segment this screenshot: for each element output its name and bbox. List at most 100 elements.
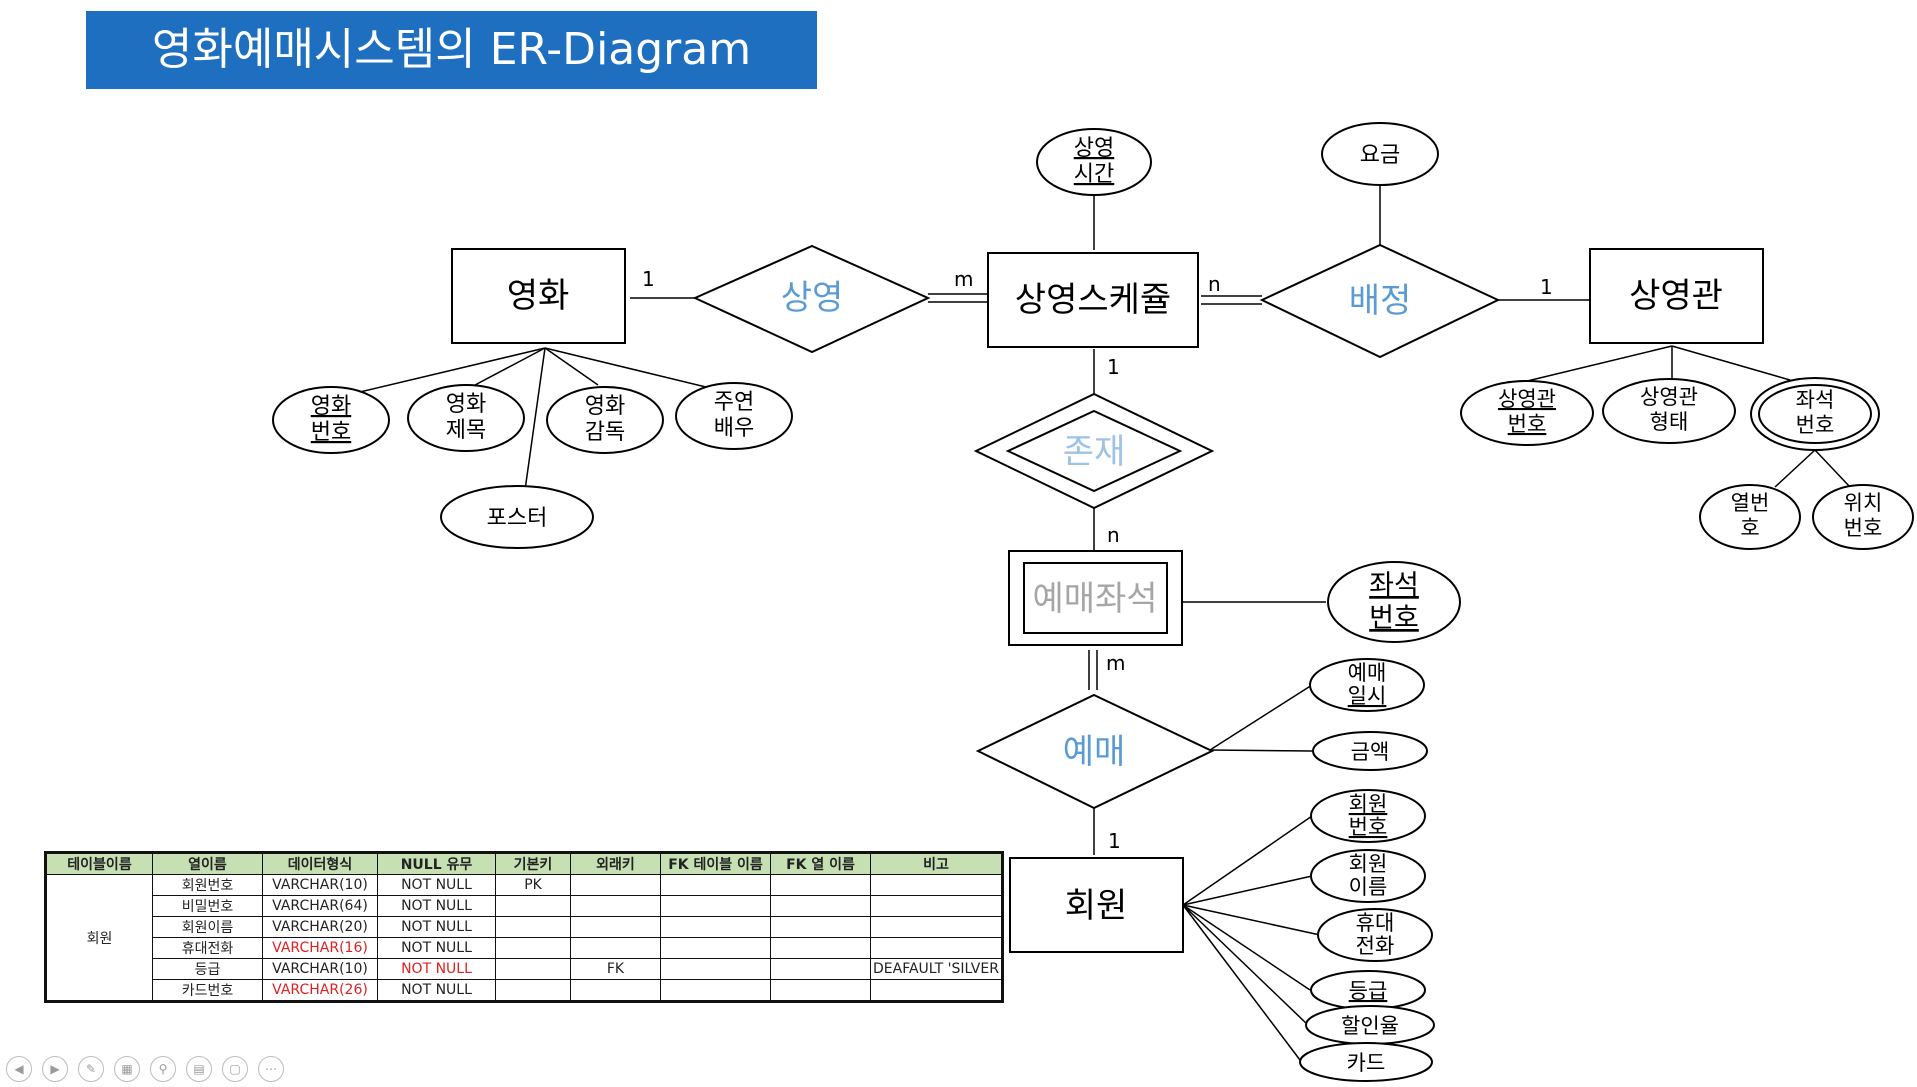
subtitles-icon[interactable]: ▤ — [186, 1056, 212, 1082]
cell-note — [870, 916, 1003, 938]
cell-note — [870, 979, 1003, 1002]
svg-text:영화: 영화 — [585, 394, 625, 419]
cell-pk — [495, 958, 571, 980]
card-schedule-existence: 1 — [1107, 355, 1120, 379]
attr-lead-actor: 주연 배우 — [675, 382, 793, 450]
cell-fk-table — [660, 916, 771, 938]
svg-text:할인율: 할인율 — [1341, 1014, 1399, 1038]
attr-fee: 요금 — [1321, 122, 1439, 186]
member-schema-table: 테이블이름 열이름 데이터형식 NULL 유무 기본키 외래키 FK 테이블 이… — [44, 851, 1004, 1003]
svg-text:좌석: 좌석 — [1369, 570, 1419, 601]
cell-fk-table — [660, 958, 771, 980]
more-icon[interactable]: ⋯ — [258, 1056, 284, 1082]
attr-card: 카드 — [1299, 1042, 1433, 1082]
table-header-row: 테이블이름 열이름 데이터형식 NULL 유무 기본키 외래키 FK 테이블 이… — [45, 852, 1003, 875]
table-name-cell: 회원 — [45, 874, 153, 1002]
svg-text:요금: 요금 — [1360, 143, 1400, 168]
slideshow-toolbar: ◀ ▶ ✎ ▦ ⚲ ▤ ▢ ⋯ — [6, 1056, 284, 1082]
svg-text:휴대: 휴대 — [1356, 911, 1395, 935]
cell-note — [870, 895, 1003, 917]
zoom-icon[interactable]: ⚲ — [150, 1056, 176, 1082]
svg-text:예매: 예매 — [1063, 732, 1126, 772]
svg-text:등급: 등급 — [1349, 979, 1388, 1003]
table-row: 회원 회원번호 VARCHAR(10) NOT NULL PK — [45, 874, 1003, 1002]
cell-column: 휴대전화 — [152, 937, 263, 959]
cell-type: VARCHAR(64) — [262, 895, 378, 917]
cell-null: NOT NULL — [377, 874, 496, 896]
card-schedule-assignment: n — [1208, 272, 1221, 296]
svg-text:영화: 영화 — [507, 276, 570, 316]
svg-text:영화: 영화 — [446, 392, 486, 417]
header-null: NULL 유무 — [377, 852, 496, 875]
relationship-reservation: 예매 — [975, 693, 1215, 810]
svg-text:예매좌석: 예매좌석 — [1032, 579, 1157, 619]
svg-text:상영관: 상영관 — [1640, 385, 1698, 409]
cell-pk — [495, 916, 571, 938]
svg-text:영화: 영화 — [311, 394, 351, 419]
attr-poster: 포스터 — [440, 485, 594, 549]
slides-icon[interactable]: ▦ — [114, 1056, 140, 1082]
cell-note — [870, 874, 1003, 896]
svg-text:상영: 상영 — [1074, 136, 1114, 161]
cell-fk — [570, 895, 661, 917]
header-column-name: 열이름 — [152, 852, 263, 875]
attr-screening-time: 상영 시간 — [1036, 128, 1152, 196]
attr-seat-no: 좌석 번호 — [1327, 561, 1461, 643]
svg-text:포스터: 포스터 — [487, 506, 548, 531]
svg-text:일시: 일시 — [1348, 684, 1387, 708]
cardinality-labels: 1 m n 1 1 n m 1 — [642, 267, 1553, 853]
attr-theater-no: 상영관 번호 — [1460, 380, 1594, 446]
page-title: 영화예매시스템의 ER-Diagram — [151, 24, 752, 75]
attr-position-no: 위치 번호 — [1812, 484, 1914, 550]
attr-amount: 금액 — [1312, 731, 1428, 771]
cell-note — [870, 937, 1003, 959]
cell-fk-column — [770, 979, 871, 1002]
entity-movie: 영화 — [451, 248, 626, 344]
attr-movie-director: 영화 감독 — [546, 386, 664, 454]
cell-column: 비밀번호 — [152, 895, 263, 917]
svg-text:상영: 상영 — [781, 278, 844, 318]
svg-text:상영관: 상영관 — [1629, 276, 1723, 316]
cell-column: 등급 — [152, 958, 263, 980]
next-icon[interactable]: ▶ — [42, 1056, 68, 1082]
svg-text:회원: 회원 — [1349, 792, 1388, 816]
attr-seat-no-multivalued: 좌석 번호 — [1750, 377, 1880, 451]
svg-text:제목: 제목 — [446, 418, 486, 443]
cell-pk — [495, 895, 571, 917]
cell-null: NOT NULL — [377, 895, 496, 917]
cell-note: DEAFAULT 'SILVER — [870, 958, 1003, 980]
prev-icon[interactable]: ◀ — [6, 1056, 32, 1082]
card-existence-seat: n — [1107, 523, 1120, 547]
svg-text:배우: 배우 — [714, 416, 754, 441]
svg-text:금액: 금액 — [1351, 740, 1390, 764]
header-fk: 외래키 — [570, 852, 661, 875]
card-movie-screening: 1 — [642, 267, 655, 291]
table-row: 등급 VARCHAR(10) NOT NULL FK DEAFAULT 'SIL… — [46, 958, 1003, 980]
svg-text:번호: 번호 — [1349, 815, 1388, 839]
pen-icon[interactable]: ✎ — [78, 1056, 104, 1082]
header-table-name: 테이블이름 — [45, 852, 153, 875]
cell-null: NOT NULL — [377, 979, 496, 1002]
header-fk-table: FK 테이블 이름 — [660, 852, 771, 875]
attr-movie-title: 영화 제목 — [407, 384, 525, 452]
cell-type: VARCHAR(10) — [262, 874, 378, 896]
camera-off-icon[interactable]: ▢ — [222, 1056, 248, 1082]
cell-pk — [495, 979, 571, 1002]
cell-fk-column — [770, 958, 871, 980]
cell-fk-table — [660, 979, 771, 1002]
header-fk-column: FK 열 이름 — [770, 852, 871, 875]
svg-text:시간: 시간 — [1074, 162, 1114, 187]
card-reservation-member: 1 — [1108, 829, 1121, 853]
cell-type: VARCHAR(10) — [262, 958, 378, 980]
svg-text:형태: 형태 — [1650, 410, 1689, 434]
title-banner: 영화예매시스템의 ER-Diagram — [86, 11, 817, 89]
header-pk: 기본키 — [495, 852, 571, 875]
cell-pk — [495, 937, 571, 959]
svg-text:좌석: 좌석 — [1796, 388, 1835, 412]
cell-fk — [570, 937, 661, 959]
svg-text:열번: 열번 — [1731, 491, 1770, 515]
entity-schedule: 상영스케쥴 — [987, 252, 1199, 348]
attr-movie-no: 영화 번호 — [272, 386, 390, 454]
card-seat-reservation: m — [1106, 651, 1125, 675]
